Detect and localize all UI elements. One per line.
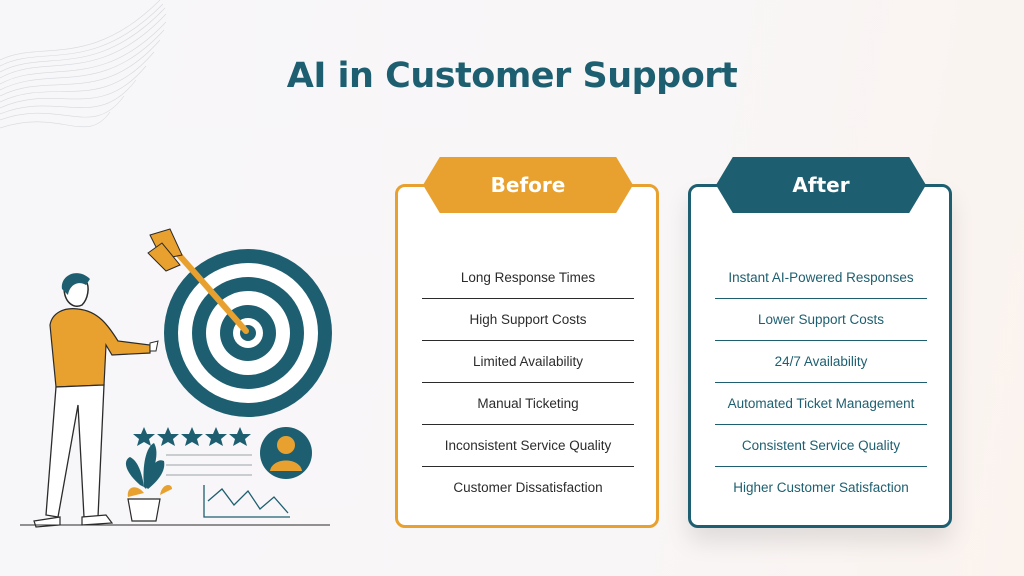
before-item: Limited Availability [422, 341, 634, 383]
after-item: Higher Customer Satisfaction [733, 480, 909, 495]
arrow-icon [147, 228, 249, 334]
before-banner: Before [423, 157, 633, 213]
illustration [20, 228, 332, 528]
before-item: Customer Dissatisfaction [453, 480, 603, 495]
before-item: Manual Ticketing [422, 383, 634, 425]
after-item: 24/7 Availability [715, 341, 927, 383]
line-chart-icon [203, 485, 290, 518]
user-avatar-icon [260, 427, 312, 479]
before-item: Long Response Times [422, 257, 634, 299]
after-banner: After [716, 157, 926, 213]
before-item: Inconsistent Service Quality [422, 425, 634, 467]
before-list: Long Response Times High Support Costs L… [422, 257, 634, 508]
star-rating-icon [133, 427, 251, 446]
after-item: Lower Support Costs [715, 299, 927, 341]
before-item: High Support Costs [422, 299, 634, 341]
decorative-swirl [0, 0, 167, 129]
review-lines [166, 454, 252, 476]
before-card [395, 184, 659, 528]
after-item: Automated Ticket Management [715, 383, 927, 425]
plant-icon [125, 443, 172, 522]
person-figure [33, 273, 159, 528]
after-item: Instant AI-Powered Responses [715, 257, 927, 299]
after-item: Consistent Service Quality [715, 425, 927, 467]
after-card [688, 184, 952, 528]
after-list: Instant AI-Powered Responses Lower Suppo… [715, 257, 927, 508]
page-title: AI in Customer Support [286, 56, 738, 96]
